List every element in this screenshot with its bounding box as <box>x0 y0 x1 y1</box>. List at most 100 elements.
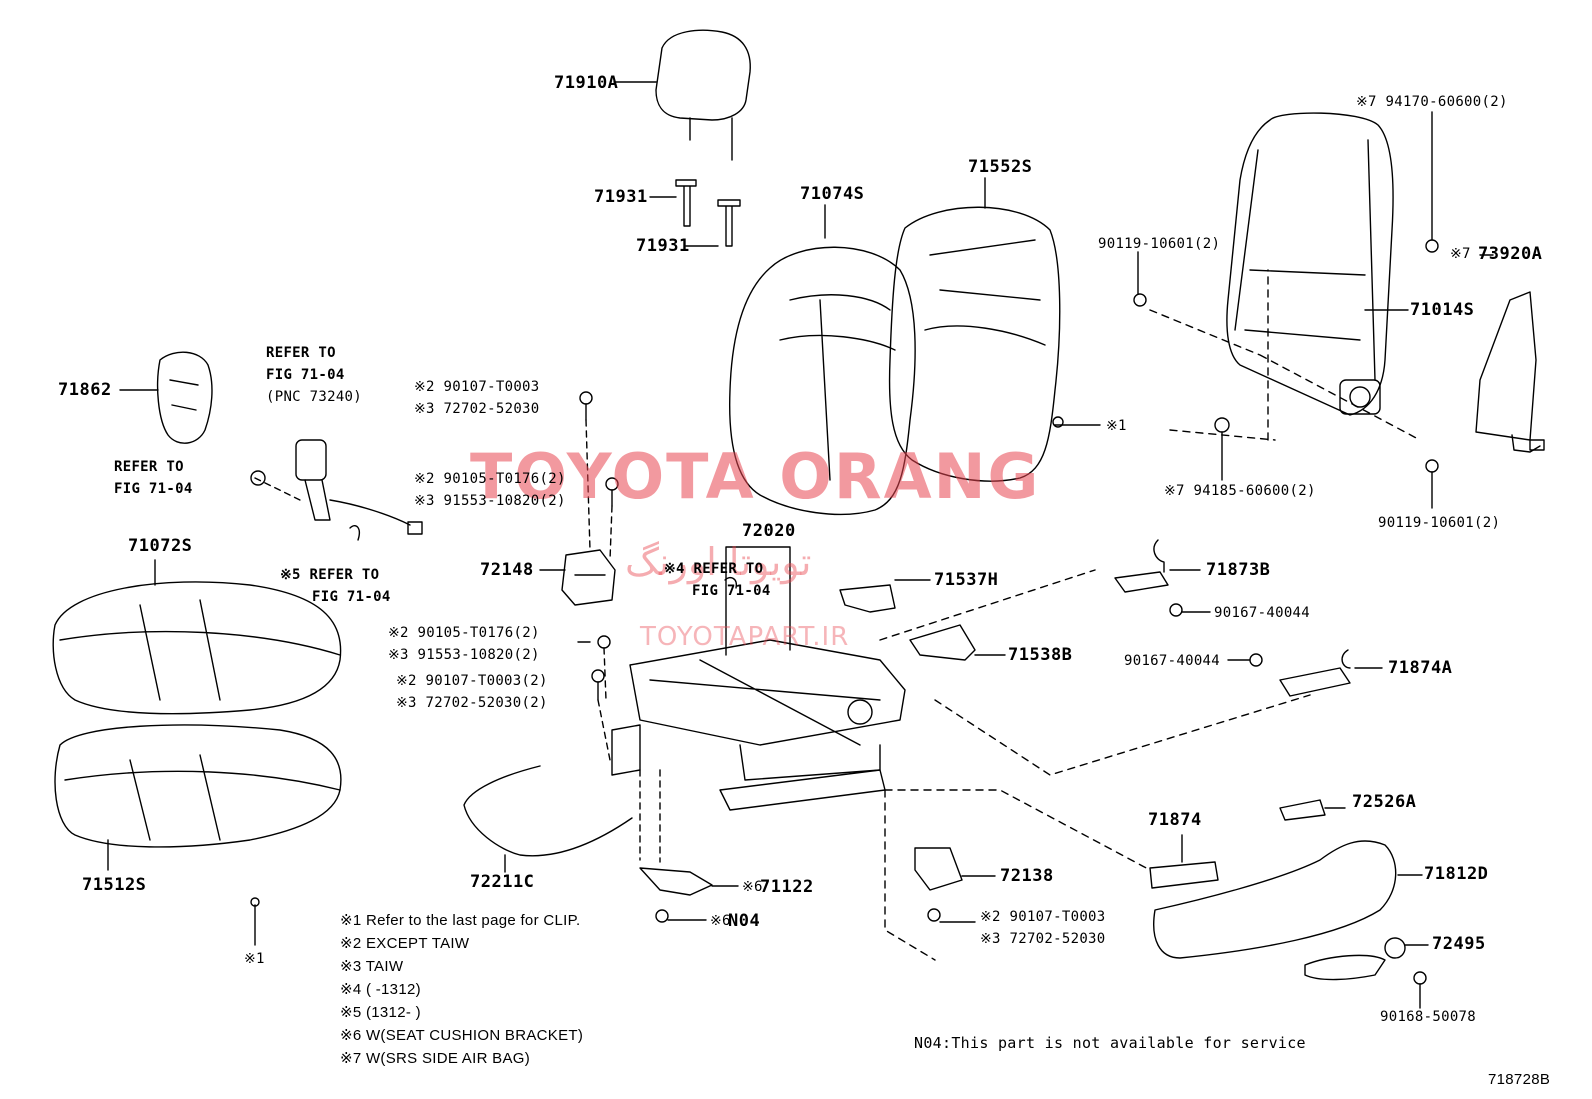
note-ref-6-a: ※6 <box>742 879 763 895</box>
part-71014S: 71014S <box>1410 300 1475 320</box>
service-note: N04:This part is not available for servi… <box>914 1034 1306 1052</box>
nut-94170 <box>1425 239 1439 253</box>
shield-71812D <box>1153 840 1397 959</box>
part-71512S: 71512S <box>82 875 147 895</box>
note-3: ※3 TAIW <box>340 958 404 975</box>
part-71862: 71862 <box>58 380 112 400</box>
leader-dash-71122 <box>639 769 661 863</box>
note-5: ※5 (1312- ) <box>340 1004 421 1021</box>
part-72211C: 72211C <box>470 872 535 892</box>
clip-2-shape <box>250 897 260 907</box>
callout-90107-T0003-b: ※2 90107-T0003(2) <box>396 673 548 689</box>
callout-91553-10820-b: ※3 91553-10820(2) <box>388 647 540 663</box>
callout-90168-50078: 90168-50078 <box>1380 1009 1477 1025</box>
note-6: ※6 W(SEAT CUSHION BRACKET) <box>340 1027 584 1044</box>
clip-1-shape <box>1052 416 1064 428</box>
cover-bracket-drawing <box>156 351 213 444</box>
part-71873B: 71873B <box>1206 560 1271 580</box>
refer-4-line1: ※4 REFER TO <box>664 561 764 577</box>
seatback-frame-drawing <box>1226 112 1394 416</box>
bracket-72148-drawing <box>561 549 616 606</box>
callout-91553-10820-a: ※3 91553-10820(2) <box>414 493 566 509</box>
part-71931-b: 71931 <box>636 236 690 256</box>
diagram-code: 718728B <box>1488 1071 1551 1088</box>
part-71874A: 71874A <box>1388 658 1453 678</box>
part-71874: 71874 <box>1148 810 1202 830</box>
callout-90105-T0176-a: ※2 90105-T0176(2) <box>414 471 566 487</box>
note-7: ※7 W(SRS SIDE AIR BAG) <box>340 1050 531 1067</box>
dashed-guides <box>879 269 1421 961</box>
bolt-90167b <box>1249 653 1263 667</box>
callout-72702-52030-b: ※3 72702-52030(2) <box>396 695 548 711</box>
watermark-brand: TOYOTA ORANG <box>470 440 1041 513</box>
callout-90105-T0176-b: ※2 90105-T0176(2) <box>388 625 540 641</box>
cushion-cover-drawing <box>52 581 342 715</box>
note-4: ※4 ( -1312) <box>340 981 421 998</box>
part-71552S: 71552S <box>968 157 1033 177</box>
note-ref-6-b: ※6 <box>710 913 731 929</box>
seat-adjuster-drawing <box>611 639 906 811</box>
knob-72495 <box>1384 937 1406 959</box>
clip-ref-2: ※1 <box>244 951 265 967</box>
callout-94170-60600: ※7 94170-60600(2) <box>1356 94 1508 110</box>
headrest-guides <box>675 179 741 247</box>
lever-71538B <box>909 624 976 661</box>
knob-72526A <box>1279 799 1326 821</box>
part-N04: N04 <box>728 911 761 931</box>
callout-90119-10601-b: 90119-10601(2) <box>1378 515 1501 531</box>
callout-72702-52030-c: ※3 72702-52030 <box>980 931 1106 947</box>
bolt-90119a <box>1133 293 1147 307</box>
part-71910A: 71910A <box>554 73 619 93</box>
part-72020: 72020 <box>742 521 796 541</box>
callout-90167-40044-b: 90167-40044 <box>1124 653 1221 669</box>
callout-72702-52030-a: ※3 72702-52030 <box>414 401 540 417</box>
part-71812D: 71812D <box>1424 864 1489 884</box>
cushion-pad-drawing <box>54 724 342 848</box>
refer-5-line1: ※5 REFER TO <box>280 567 380 583</box>
bolt-90119b <box>1425 459 1439 473</box>
part-73920A: 73920A <box>1478 244 1543 264</box>
refer-5-line2: FIG 71-04 <box>312 589 391 605</box>
callout-90107-T0003-a: ※2 90107-T0003 <box>414 379 540 395</box>
headrest-drawing <box>655 29 751 161</box>
part-71931-a: 71931 <box>594 187 648 207</box>
part-71537H: 71537H <box>934 570 999 590</box>
part-71538B: 71538B <box>1008 645 1073 665</box>
bracket-72138 <box>914 847 963 891</box>
note-1: ※1 Refer to the last page for CLIP. <box>340 912 581 929</box>
buckle-leader <box>254 477 301 501</box>
callout-90167-40044-a: 90167-40044 <box>1214 605 1311 621</box>
part-71072S: 71072S <box>128 536 193 556</box>
note-ref-7: ※7 <box>1450 246 1471 262</box>
part-71122: 71122 <box>760 877 814 897</box>
clip-ref-1: ※1 <box>1106 418 1127 434</box>
refer-top-line3: (PNC 73240) <box>266 389 363 405</box>
nut-94185 <box>1214 417 1230 433</box>
wire-72211C <box>463 765 633 857</box>
refer-left-line1: REFER TO <box>114 459 184 475</box>
refer-left-line2: FIG 71-04 <box>114 481 193 497</box>
side-airbag-drawing <box>1475 291 1545 453</box>
bolt-leaders <box>585 419 613 761</box>
lever-72495 <box>1304 954 1386 981</box>
refer-top-line1: REFER TO <box>266 345 336 361</box>
part-72526A: 72526A <box>1352 792 1417 812</box>
seat-belt-buckle-drawing <box>295 439 423 535</box>
buckle-clip <box>349 524 360 541</box>
watermark-persian: تویوتا اورنگ <box>625 540 812 584</box>
callout-90107-T0003-c: ※2 90107-T0003 <box>980 909 1106 925</box>
hook-71874A <box>1279 649 1351 697</box>
refer-top-line2: FIG 71-04 <box>266 367 345 383</box>
callout-94185-60600: ※7 94185-60600(2) <box>1164 483 1316 499</box>
leader-72020 <box>725 546 791 656</box>
bolt-N04 <box>655 909 669 923</box>
part-71074S: 71074S <box>800 184 865 204</box>
lever-71537H <box>839 584 896 613</box>
center-bolts <box>577 391 619 701</box>
bolt-72138 <box>927 908 941 922</box>
bolt-90167a <box>1169 603 1183 617</box>
part-72138: 72138 <box>1000 866 1054 886</box>
part-72148: 72148 <box>480 560 534 580</box>
